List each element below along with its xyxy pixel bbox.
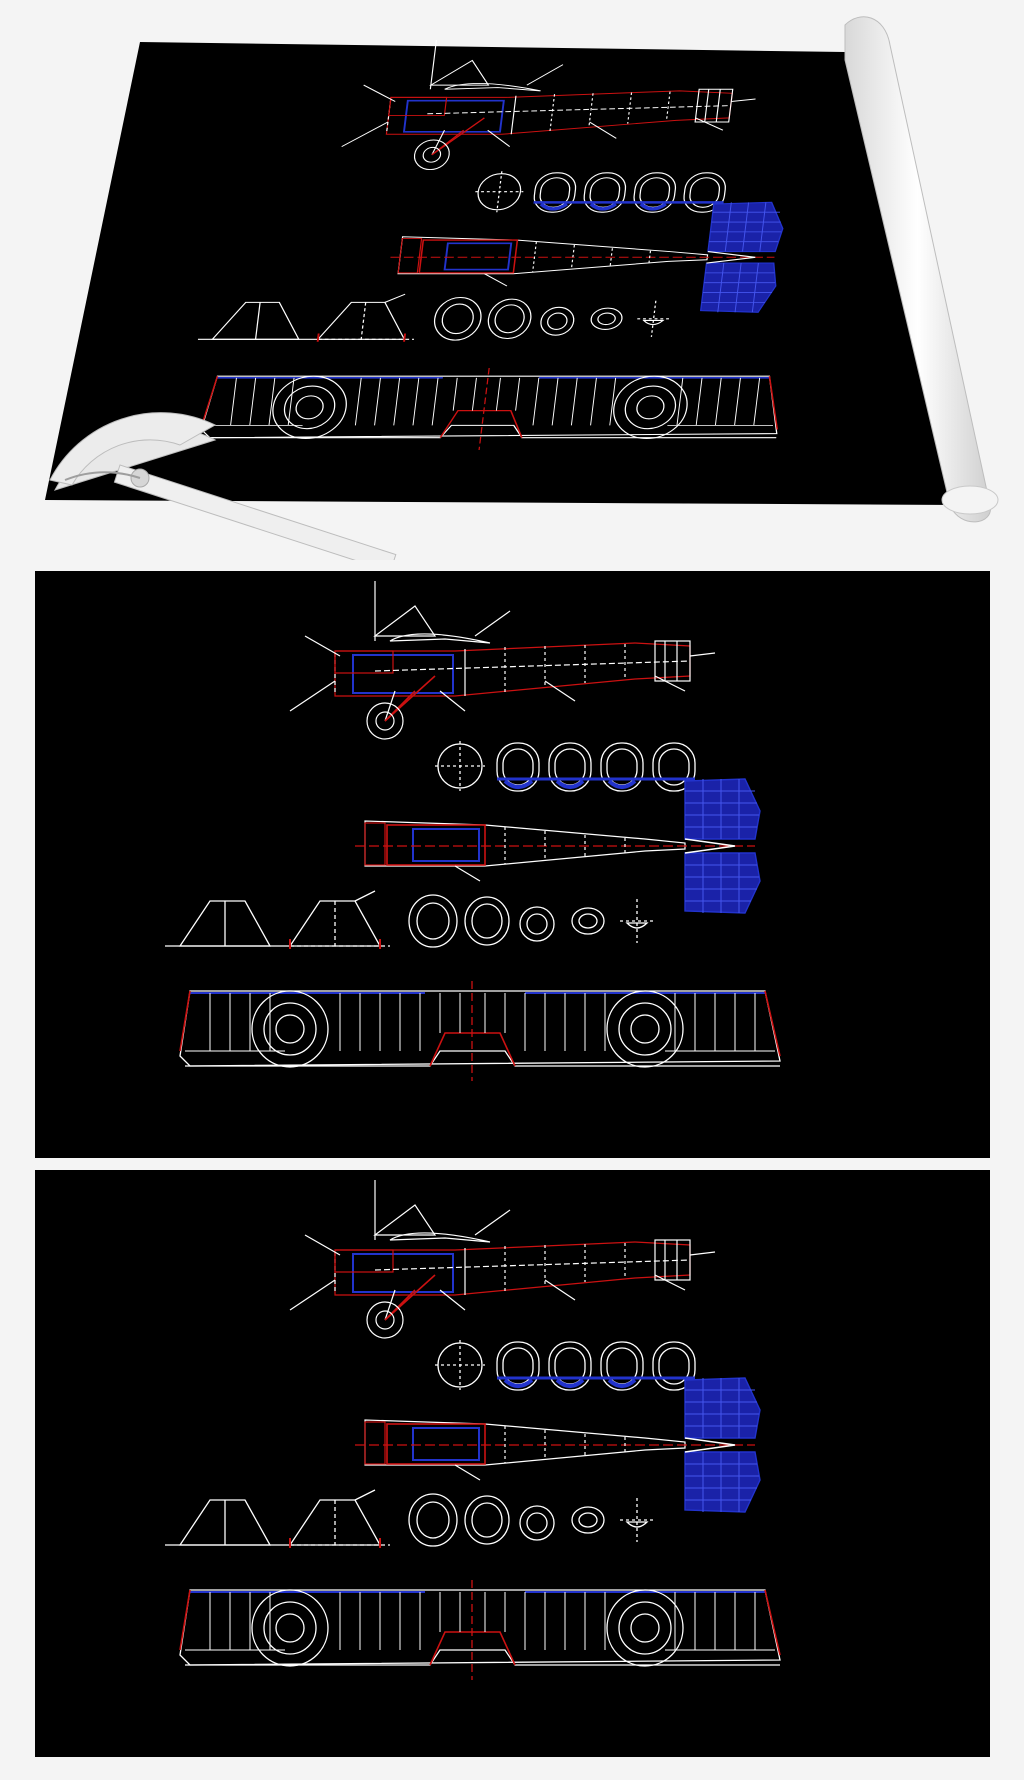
protractor-icon <box>49 412 397 560</box>
blueprint-panel-3 <box>35 1170 990 1757</box>
hero-mockup <box>0 0 1024 560</box>
rolled-paper-icon <box>844 16 999 523</box>
blueprint-panel-2 <box>35 571 990 1158</box>
